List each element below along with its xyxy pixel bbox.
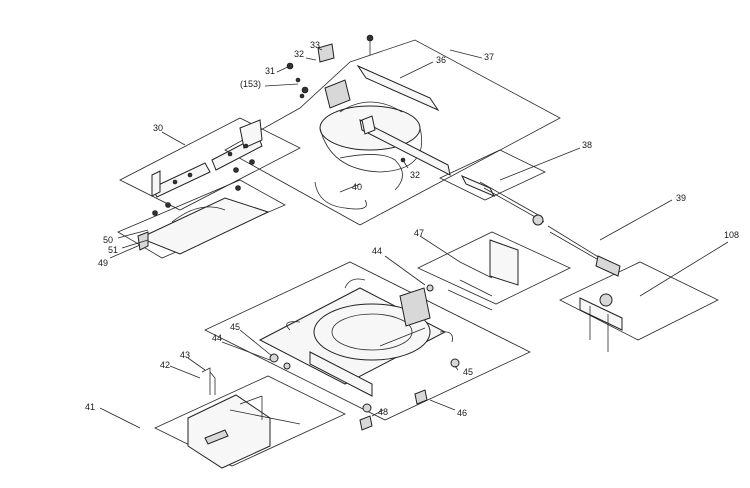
part-37-upper-assembly — [286, 34, 451, 176]
screw-icon — [235, 185, 241, 191]
group-box-37 — [224, 39, 561, 226]
screw-icon — [233, 167, 239, 173]
screw-icon — [152, 210, 158, 216]
callout-47: 47 — [414, 228, 424, 238]
group-box-30 — [119, 117, 301, 211]
part-30-fence — [151, 119, 263, 198]
callout-108: 108 — [724, 230, 739, 240]
callout-43: 43 — [180, 350, 190, 360]
callout-44-upper: 44 — [372, 246, 382, 256]
nut-icon — [283, 362, 291, 370]
screw-icon — [165, 202, 171, 208]
washer-icon — [450, 358, 460, 368]
part-42-43-bracket — [201, 367, 216, 395]
part-48-clip-2 — [414, 389, 428, 405]
callout-44-lower: 44 — [212, 333, 222, 343]
callout-38: 38 — [582, 140, 592, 150]
callout-32-lower: 32 — [410, 170, 420, 180]
callout-51: 51 — [108, 245, 118, 255]
nut-icon — [426, 284, 434, 292]
callout-30: 30 — [153, 123, 163, 133]
callout-42: 42 — [160, 360, 170, 370]
part-40-wire — [314, 181, 367, 210]
part-108-clamp — [579, 293, 623, 352]
group-box-49 — [117, 179, 286, 259]
callout-50: 50 — [103, 235, 113, 245]
group-box-47 — [417, 231, 571, 305]
part-47-extension — [447, 239, 519, 311]
callout-39: 39 — [676, 193, 686, 203]
callout-49: 49 — [98, 258, 108, 268]
part-40-wire-2 — [339, 154, 403, 191]
washer-icon — [362, 403, 372, 413]
callout-153: (153) — [240, 79, 261, 89]
callout-46: 46 — [457, 408, 467, 418]
callout-37: 37 — [484, 52, 494, 62]
callout-31: 31 — [265, 66, 275, 76]
part-41-rear-support — [187, 394, 301, 469]
callout-48: 48 — [378, 407, 388, 417]
screw-icon — [249, 159, 255, 165]
leader-lines — [99, 47, 729, 429]
callout-45-left: 45 — [230, 322, 240, 332]
callout-40: 40 — [352, 182, 362, 192]
part-39-rod — [547, 225, 621, 277]
part-46-base — [258, 278, 453, 397]
group-box-46 — [204, 261, 531, 421]
part-48-clip — [359, 415, 373, 431]
part-38-rail — [460, 175, 545, 226]
callout-33: 33 — [310, 40, 320, 50]
screw-icon — [400, 157, 406, 163]
callout-45-right: 45 — [463, 367, 473, 377]
part-49-table-insert — [137, 197, 270, 255]
group-box-108 — [559, 261, 719, 341]
callout-41: 41 — [85, 402, 95, 412]
group-box-38 — [439, 149, 546, 201]
callout-32-upper: 32 — [294, 49, 304, 59]
callout-36: 36 — [436, 55, 446, 65]
